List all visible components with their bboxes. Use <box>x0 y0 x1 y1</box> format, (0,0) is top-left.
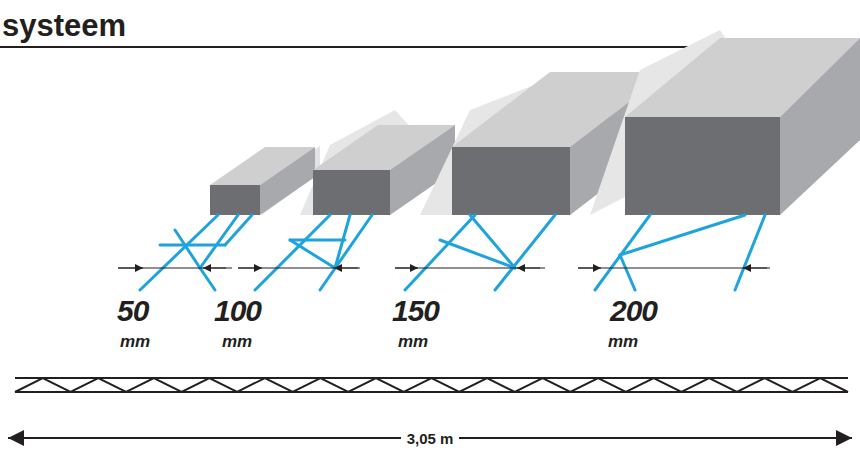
truss-side-view <box>15 378 848 392</box>
dimension-unit: mm <box>120 333 150 350</box>
truss-webs <box>140 215 765 290</box>
beams <box>210 30 860 215</box>
heading-rule <box>0 46 760 48</box>
dimension-lines <box>118 268 770 269</box>
dimension-value: 200 <box>610 296 657 326</box>
dimension-value: 150 <box>392 296 439 326</box>
dimension-unit: mm <box>222 333 252 350</box>
dimension-unit: mm <box>608 333 638 350</box>
length-dimension: 3,05 m <box>401 431 460 446</box>
dimension-value: 50 <box>117 296 148 326</box>
dimension-unit: mm <box>398 333 428 350</box>
heading: systeem <box>2 10 126 41</box>
dimension-value: 100 <box>214 296 261 326</box>
